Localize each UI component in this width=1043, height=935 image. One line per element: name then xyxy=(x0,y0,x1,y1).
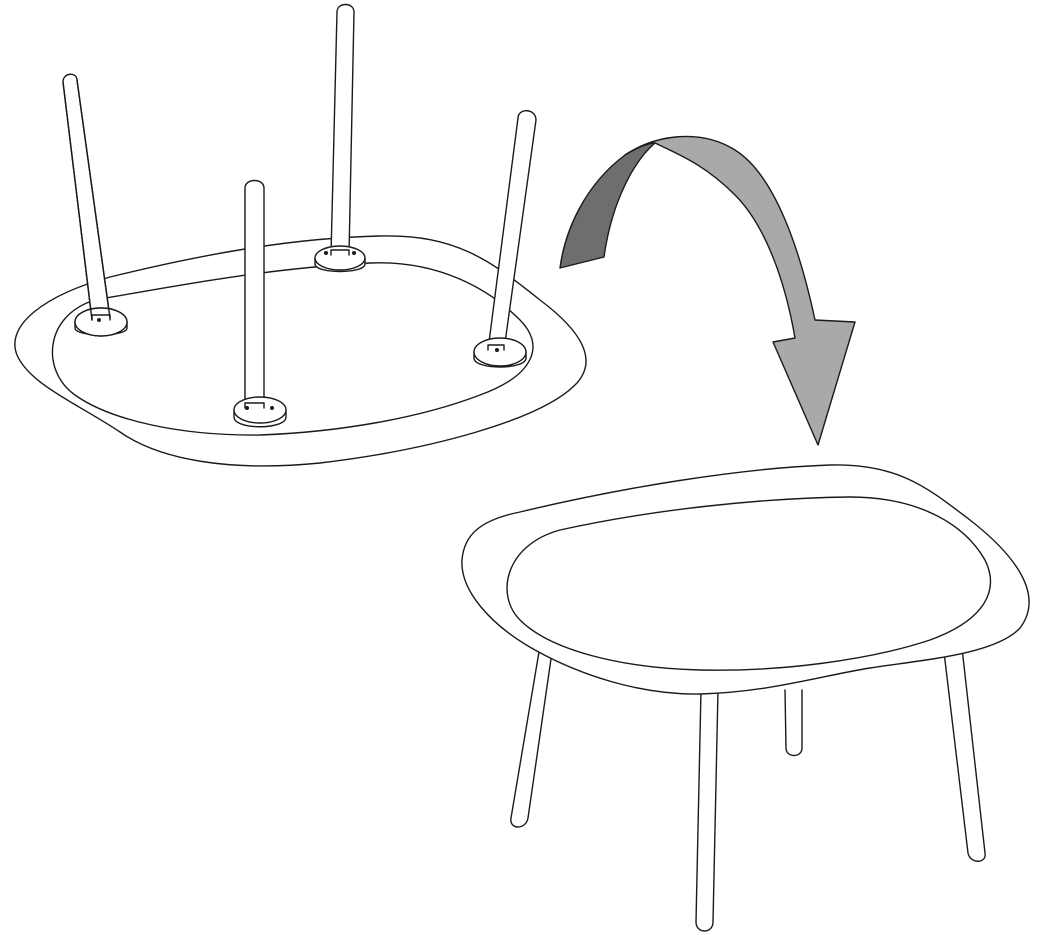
leg-back-center-upright xyxy=(784,689,803,757)
leg-right-upright xyxy=(943,647,986,862)
flip-arrow-body xyxy=(624,135,856,446)
flip-arrow-inner-face xyxy=(559,142,656,269)
upside-down-table xyxy=(14,3,587,467)
flip-arrow xyxy=(559,135,856,446)
leg-left-upright xyxy=(510,639,554,828)
leg-right xyxy=(473,110,537,368)
leg-front-upright xyxy=(695,689,719,932)
leg-back-center xyxy=(314,3,366,273)
leg-front xyxy=(233,179,287,428)
tabletop-inner-surface-upright xyxy=(506,496,992,671)
leg-back-left xyxy=(62,73,128,337)
upright-table xyxy=(461,464,1030,932)
